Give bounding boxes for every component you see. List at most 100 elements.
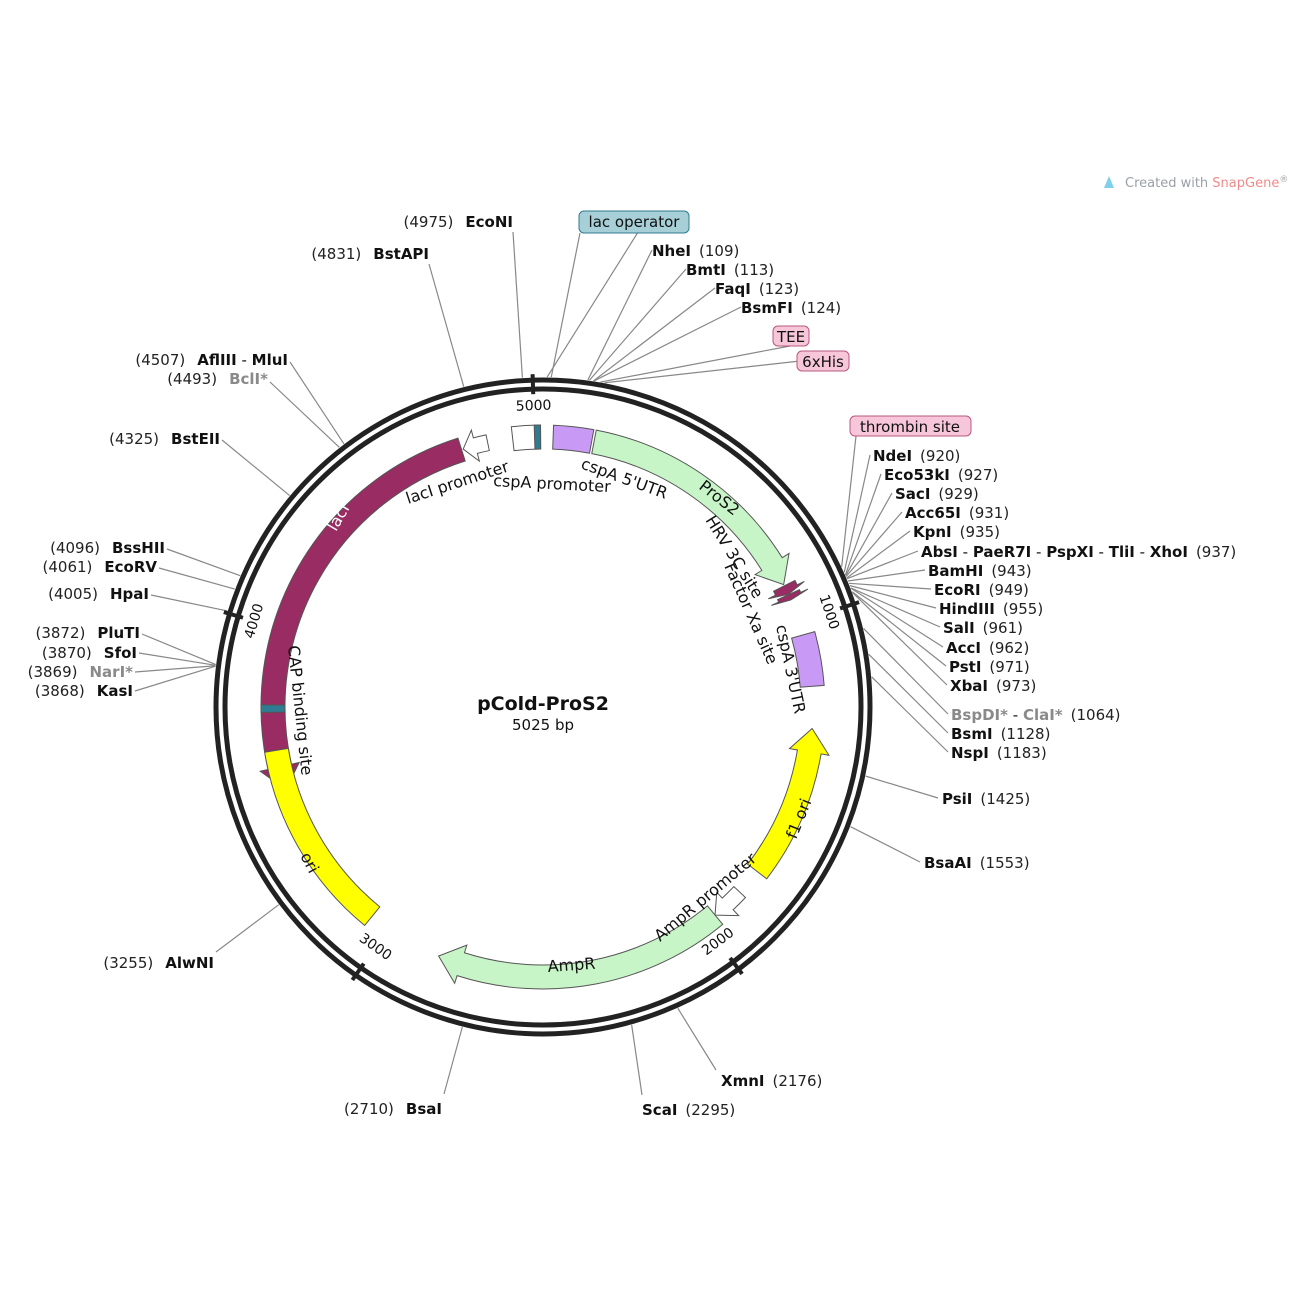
- feature-cspa-5-utr: [552, 424, 595, 454]
- sites-left: (4975)EcoNI (4831)BstAPI (4507)AflIII - …: [28, 213, 513, 1118]
- leader-line: [846, 550, 919, 580]
- site-label: PstI(971): [949, 658, 1030, 676]
- site-label: (3869)NarI*: [28, 663, 134, 681]
- leader-line: [221, 439, 291, 497]
- site-label: Eco53kI(927): [884, 466, 998, 484]
- tag-thrombin: thrombin site: [860, 418, 960, 436]
- leader-line: [843, 454, 871, 573]
- feature-hrv-3c-site: [768, 579, 805, 600]
- watermark-text: Created with SnapGene®: [1125, 175, 1288, 191]
- feature-cap-binding-site: [260, 704, 286, 714]
- site-label: (4493)BclI*: [167, 370, 268, 388]
- leader-line: [150, 594, 228, 612]
- site-label: Acc65I(931): [905, 504, 1009, 522]
- site-label: BsmFI(124): [741, 299, 841, 317]
- site-label: BsaAI(1553): [924, 854, 1030, 872]
- site-label: BamHI(943): [928, 562, 1032, 580]
- site-label: HindIII(955): [939, 600, 1043, 618]
- site-label: (3872)PluTI: [35, 624, 140, 642]
- leader-line: [138, 652, 216, 666]
- leader-line: [604, 360, 801, 384]
- leader-line: [850, 587, 941, 628]
- leader-line: [593, 287, 716, 382]
- feature-pros2: [591, 429, 790, 586]
- site-label: NheI(109): [652, 242, 739, 260]
- leader-line: [269, 381, 340, 448]
- leader-line: [845, 511, 903, 577]
- leader-line: [852, 592, 948, 686]
- leader-line: [849, 585, 937, 609]
- leader-line: [166, 548, 241, 577]
- site-label: (2710)BsaI: [344, 1100, 442, 1118]
- site-label: (3868)KasI: [35, 682, 133, 700]
- tick-mark: [223, 610, 244, 620]
- site-label: NspI(1183): [951, 744, 1047, 762]
- tick-label: 4000: [242, 602, 267, 641]
- leader-line: [158, 567, 235, 590]
- feature-laci-promoter: [462, 428, 490, 463]
- leader-line: [141, 633, 216, 666]
- leader-line: [847, 569, 926, 582]
- tick-mark: [839, 600, 860, 611]
- site-label: (4507)AflIII - MluI: [135, 351, 288, 369]
- snapgene-logo-icon: [1104, 176, 1114, 188]
- leader-line: [428, 263, 465, 387]
- site-label: FaqI(123): [715, 280, 799, 298]
- site-label: (4005)HpaI: [48, 585, 149, 603]
- leader-line: [868, 653, 949, 734]
- feature-factor-xa-site: [771, 588, 809, 606]
- features: [259, 424, 830, 990]
- site-label: SalI(961): [943, 619, 1023, 637]
- feature-lac-operator: [533, 424, 542, 450]
- feature-cspa-3-utr: [791, 631, 825, 688]
- site-label: ScaI(2295): [642, 1101, 735, 1119]
- site-label: NdeI(920): [873, 447, 960, 465]
- tick-label: 1000: [815, 593, 841, 632]
- leader-line: [841, 435, 857, 567]
- site-label: (3255)AlwNI: [103, 954, 214, 972]
- site-label: EcoRI(949): [934, 581, 1029, 599]
- leader-line: [677, 1007, 717, 1071]
- tag-6xhis: 6xHis: [802, 353, 844, 371]
- snapgene-watermark: Created with SnapGene®: [1104, 175, 1288, 191]
- tick-mark: [350, 962, 366, 982]
- leader-line: [546, 228, 641, 378]
- site-label: BsmI(1128): [951, 725, 1050, 743]
- site-label: (4831)BstAPI: [311, 245, 429, 263]
- tag-tee: TEE: [776, 328, 805, 346]
- tick-mark: [728, 956, 744, 976]
- leader-line: [600, 345, 791, 383]
- feature-label-ampr: AmpR: [547, 954, 596, 976]
- leader-line: [851, 591, 947, 667]
- leader-line: [443, 1026, 463, 1095]
- feature-ampr: [437, 905, 724, 990]
- plasmid-size: 5025 bp: [512, 716, 574, 734]
- site-leader-lines: [134, 228, 949, 1096]
- leader-line: [589, 268, 687, 381]
- tick-mark: [530, 374, 536, 395]
- leader-line: [845, 492, 893, 576]
- leader-line: [865, 775, 939, 799]
- site-label: BspDI* - ClaI*(1064): [951, 706, 1121, 724]
- site-label: (4975)EcoNI: [404, 213, 513, 231]
- leader-line: [593, 306, 742, 382]
- site-label: (4325)BstEII: [109, 430, 220, 448]
- site-label: XbaI(973): [950, 677, 1036, 695]
- tick-label: 3000: [356, 930, 394, 964]
- feature-tags: lac operator TEE 6xHis thrombin site: [578, 210, 972, 437]
- leader-line: [844, 473, 882, 576]
- leader-line: [587, 249, 653, 381]
- leader-line: [215, 904, 280, 953]
- feature-ori: [264, 747, 381, 927]
- leader-line: [850, 587, 944, 648]
- site-label: XmnI(2176): [721, 1072, 822, 1090]
- site-label: (4061)EcoRV: [43, 558, 158, 576]
- tag-lac-operator: lac operator: [589, 213, 681, 231]
- leader-line: [871, 676, 949, 753]
- site-label: PsiI(1425): [942, 790, 1030, 808]
- leader-line: [289, 361, 345, 445]
- feature-f1-ori: [746, 727, 830, 880]
- site-label: SacI(929): [895, 485, 979, 503]
- site-label: AbsI - PaeR7I - PspXI - TliI - XhoI(937): [921, 543, 1236, 561]
